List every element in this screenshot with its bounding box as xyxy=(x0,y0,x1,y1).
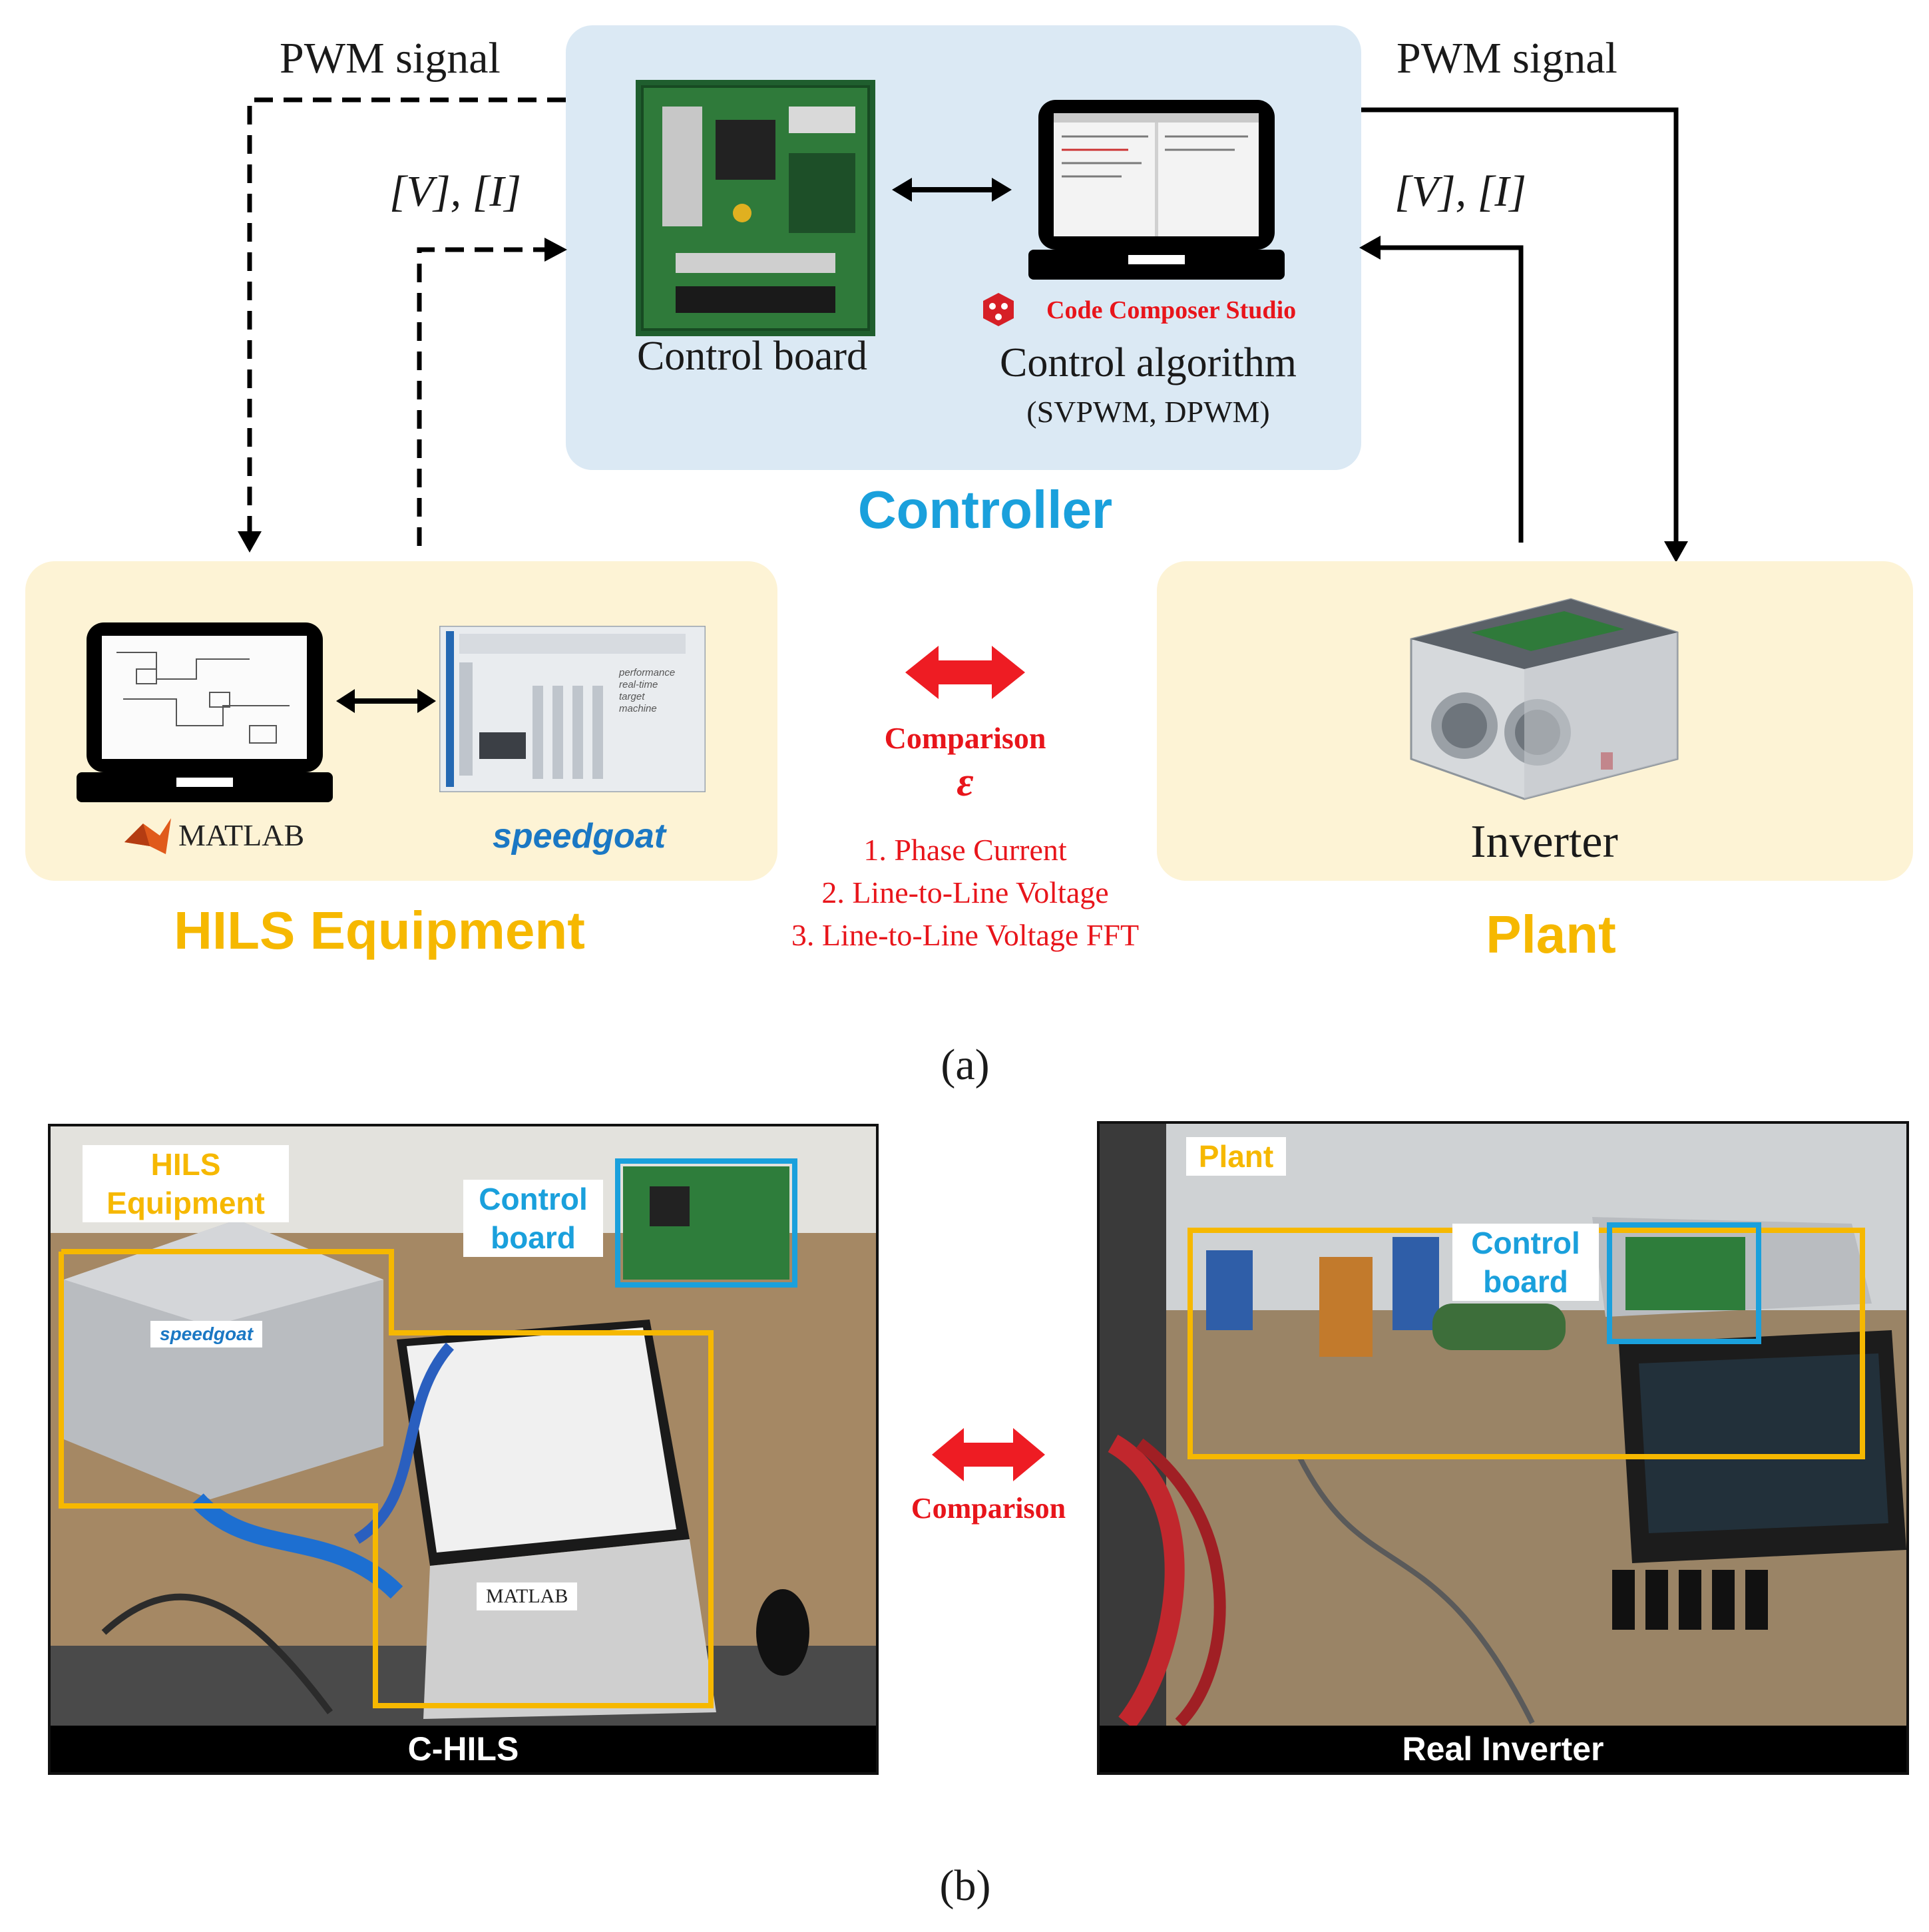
plant-title: Plant xyxy=(1486,905,1616,964)
left-feedback-label: [V], [I] xyxy=(389,167,522,216)
control-board-callout-left: Control board xyxy=(463,1180,603,1257)
hils-equipment-title: HILS Equipment xyxy=(174,901,585,960)
caption-b-text: (b) xyxy=(939,1861,991,1910)
control-board-label: Control board xyxy=(636,334,868,379)
comparison-items: 1. Phase Current 2. Line-to-Line Voltage… xyxy=(752,829,1178,957)
board-laptop-arrow xyxy=(892,178,1012,202)
right-solid-links xyxy=(1359,107,1688,563)
control-algorithm-sub: (SVPWM, DPWM) xyxy=(1026,395,1270,429)
hils-laptop-icon xyxy=(77,622,333,802)
caption-a: (a) xyxy=(899,1040,1032,1090)
matlab-label: MATLAB xyxy=(178,818,305,852)
hils-outline xyxy=(59,1158,797,1708)
plant-outline xyxy=(1187,1222,1865,1459)
controller-title: Controller xyxy=(857,480,1113,539)
plant-callout: Plant xyxy=(1186,1137,1286,1176)
comparison-label-b: Comparison xyxy=(911,1492,1066,1525)
epsilon-symbol: ε xyxy=(957,760,974,805)
svg-text:performance: performance xyxy=(618,667,675,678)
svg-text:target: target xyxy=(619,691,645,702)
comparison-arrow-b xyxy=(932,1428,1045,1481)
speedgoat-rack-image: performance real-time target machine xyxy=(439,626,706,792)
inverter-image xyxy=(1410,598,1679,800)
laptop-icon xyxy=(1028,100,1285,280)
comparison-item: 3. Line-to-Line Voltage FFT xyxy=(791,918,1140,952)
svg-text:machine: machine xyxy=(619,703,657,714)
code-composer-label: Code Composer Studio xyxy=(1046,296,1297,324)
comparison-arrow-a xyxy=(905,646,1025,699)
hils-link-arrow xyxy=(336,689,436,713)
hils-callout: HILS Equipment xyxy=(83,1145,289,1222)
c-hils-photo: HILS Equipment Control board speedgoat M… xyxy=(48,1124,879,1775)
right-pwm-label: PWM signal xyxy=(1396,34,1617,83)
comparison-item: 1. Phase Current xyxy=(863,833,1067,867)
comparison-item: 2. Line-to-Line Voltage xyxy=(821,875,1109,909)
control-board-callout-right: Control board xyxy=(1452,1224,1599,1301)
left-pwm-label: PWM signal xyxy=(280,34,501,83)
inverter-label: Inverter xyxy=(1470,816,1618,867)
real-inverter-bar: Real Inverter xyxy=(1100,1726,1906,1772)
photo-speedgoat-label: speedgoat xyxy=(150,1321,263,1347)
left-dashed-links xyxy=(238,97,567,553)
photo-matlab-label: MATLAB xyxy=(477,1582,578,1610)
control-algorithm-label: Control algorithm xyxy=(999,340,1297,385)
matlab-logo-icon xyxy=(124,818,171,854)
speedgoat-label: speedgoat xyxy=(493,817,666,855)
svg-text:real-time: real-time xyxy=(619,679,658,690)
code-composer-logo-icon xyxy=(983,293,1014,326)
real-inverter-photo: Plant Control board Real Inverter xyxy=(1097,1121,1909,1775)
comparison-label-a: Comparison xyxy=(884,721,1046,755)
control-board-image xyxy=(636,80,875,336)
right-feedback-label: [V], [I] xyxy=(1394,167,1527,216)
c-hils-bar: C-HILS xyxy=(51,1726,876,1772)
caption-a-text: (a) xyxy=(941,1041,990,1089)
caption-b: (b) xyxy=(899,1861,1032,1911)
